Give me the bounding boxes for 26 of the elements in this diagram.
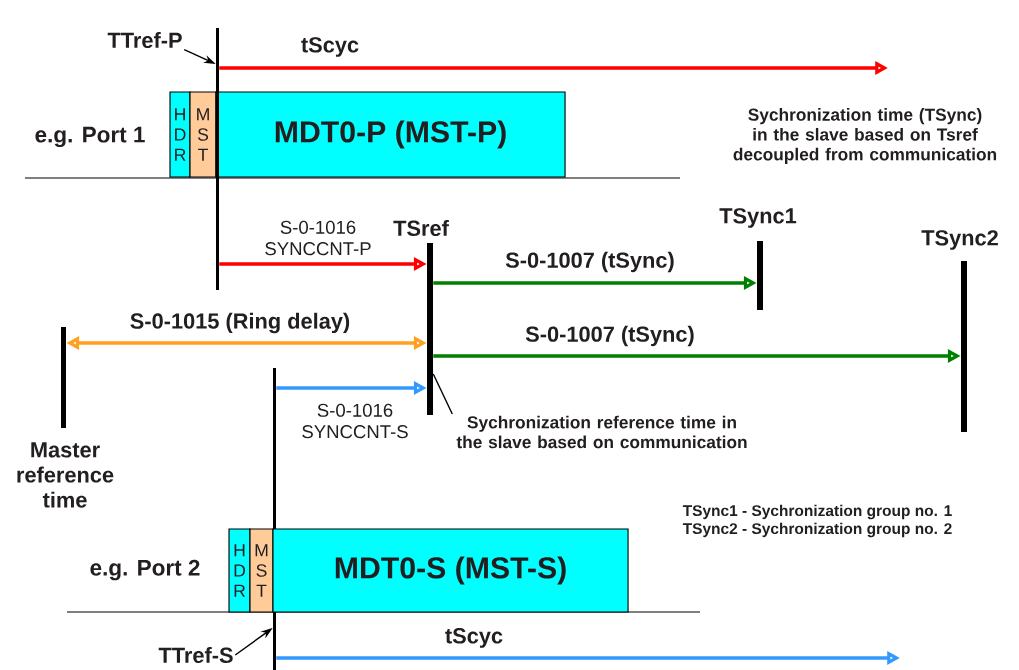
edge-label: S-0-1007 (tSync) bbox=[525, 325, 694, 347]
telegram-box: MDT0-P (MST-P) bbox=[215, 91, 566, 178]
legend-text: TSync1 - Sychronization group no. 1 bbox=[682, 504, 952, 520]
time-label: TSref bbox=[393, 220, 449, 236]
time-label: TTref-S bbox=[158, 647, 233, 663]
edge-label: S-0-1007 (tSync) bbox=[505, 251, 674, 273]
telegram-box: MDT0-S (MST-S) bbox=[272, 528, 629, 613]
edge-label: S-0-1015 (Ring delay) bbox=[130, 312, 350, 334]
header-field: M S T bbox=[189, 91, 217, 178]
edge-label: S-0-1016 SYNCCNT-P bbox=[265, 220, 371, 256]
header-field: H D R bbox=[169, 91, 191, 178]
time-label: TTref-P bbox=[107, 32, 182, 48]
time-label: TSync2 bbox=[921, 230, 998, 250]
port-label: e.g. Port 1 bbox=[35, 126, 145, 148]
annotation-text: Sychronization reference time in the slave based on communication bbox=[456, 415, 747, 449]
time-label: Master reference time bbox=[17, 442, 114, 508]
header-field: H D R bbox=[228, 528, 251, 613]
leader-line bbox=[432, 373, 453, 415]
legend-text: TSync2 - Sychronization group no. 2 bbox=[682, 522, 952, 538]
edge-label: tScyc bbox=[445, 628, 503, 648]
time-label: TSync1 bbox=[719, 208, 797, 228]
header-field: M S T bbox=[249, 528, 274, 613]
edge-label: tScyc bbox=[301, 37, 359, 57]
port-label: e.g. Port 2 bbox=[90, 559, 200, 581]
annotation-text: Sychronization time (TSync) in the slave based on Tsref decoupled from communication bbox=[733, 108, 997, 164]
edge-label: S-0-1016 SYNCCNT-S bbox=[302, 403, 408, 439]
